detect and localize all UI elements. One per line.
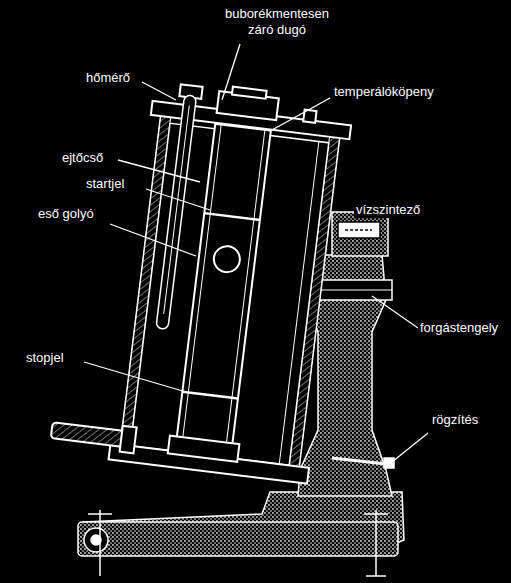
viscometer-body — [49, 70, 354, 484]
part-label: buborékmentesen záró dugó — [214, 6, 340, 38]
leader-lines — [84, 44, 428, 462]
part-label: eső golyó — [36, 206, 96, 222]
part-label: stopjel — [24, 350, 66, 366]
part-label: ejtőcső — [60, 150, 105, 166]
part-label: rögzítés — [430, 412, 480, 428]
part-label: vízszintező — [354, 202, 422, 218]
part-label: startjel — [84, 176, 126, 192]
part-label: hőmérő — [84, 70, 132, 86]
part-label: forgástengely — [418, 320, 500, 336]
part-label: temperálóköpeny — [332, 84, 436, 100]
